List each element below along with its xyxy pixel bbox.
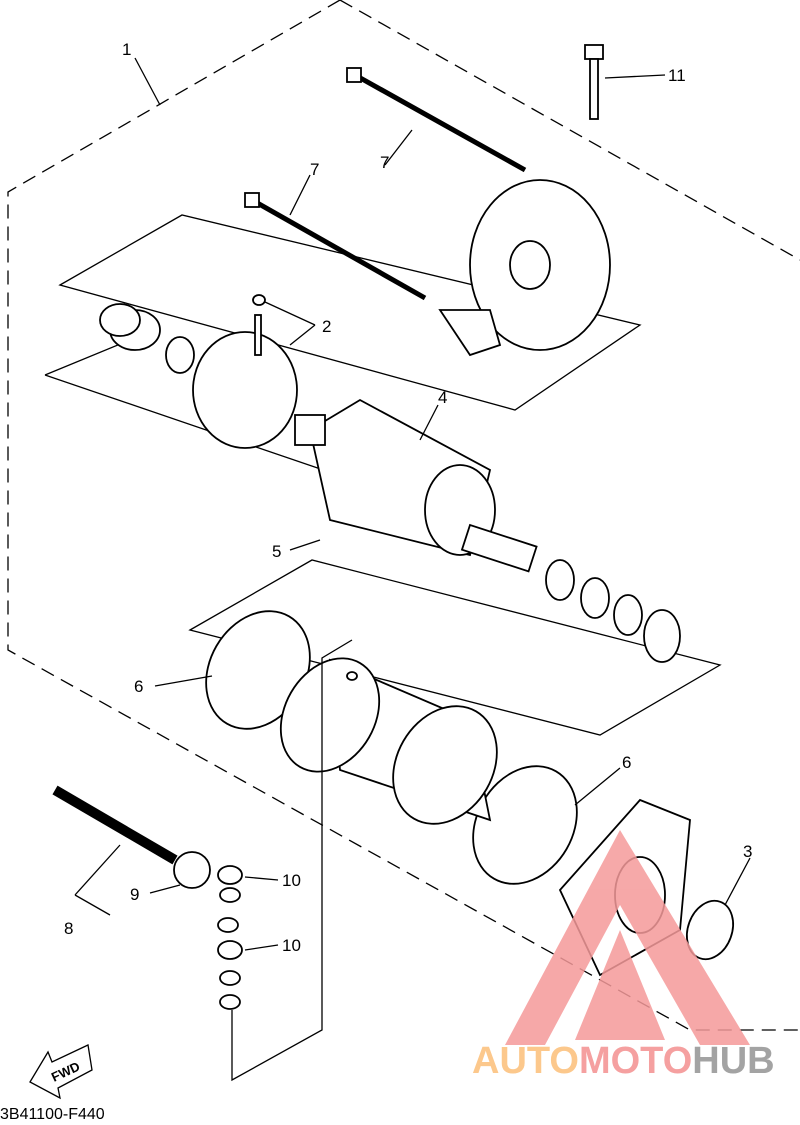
group-outline-lower <box>188 559 722 736</box>
callout-6-right: 6 <box>622 753 631 772</box>
callout-8: 8 <box>64 919 73 938</box>
callout-4: 4 <box>438 388 447 407</box>
callout-5: 5 <box>272 542 281 561</box>
lock-plate <box>643 609 681 663</box>
brush-holder <box>192 294 298 449</box>
callout-1: 1 <box>122 40 131 59</box>
through-bolt-upper <box>346 67 527 173</box>
callout-6-left: 6 <box>134 677 143 696</box>
watermark-text: AUTOMOTOHUB <box>472 1040 775 1083</box>
drawing-code: 3B41100-F440 <box>0 1106 105 1123</box>
o-ring-3 <box>686 899 734 961</box>
callout-7-lower: 7 <box>310 160 319 179</box>
through-bolt-lower <box>244 192 427 301</box>
callout-2: 2 <box>322 317 331 336</box>
washer <box>580 577 610 619</box>
group-outline-upper <box>58 214 642 411</box>
starter-cable <box>52 785 211 889</box>
leader-lines <box>74 57 751 951</box>
callout-7-upper: 7 <box>380 153 389 172</box>
callout-10-lower: 10 <box>282 936 301 955</box>
watermark-auto: AUTO <box>472 1040 579 1082</box>
starter-yoke <box>279 657 498 825</box>
watermark-hub: HUB <box>692 1040 775 1082</box>
brush-spring <box>99 303 161 351</box>
callout-11: 11 <box>668 66 686 85</box>
callout-9: 9 <box>130 885 139 904</box>
watermark-moto: MOTO <box>578 1040 693 1082</box>
washer <box>613 594 643 636</box>
armature <box>294 398 538 573</box>
nuts-washers <box>217 865 243 1010</box>
washer <box>545 559 575 601</box>
bolt-11 <box>584 44 604 120</box>
watermark-logo-icon <box>505 830 750 1045</box>
callout-10-upper: 10 <box>282 871 301 890</box>
callout-3: 3 <box>743 842 752 861</box>
washer <box>165 336 195 374</box>
rear-cover <box>438 179 611 357</box>
fwd-arrow-icon: FWD <box>29 1044 93 1100</box>
assembly-boundary-right <box>339 0 800 261</box>
